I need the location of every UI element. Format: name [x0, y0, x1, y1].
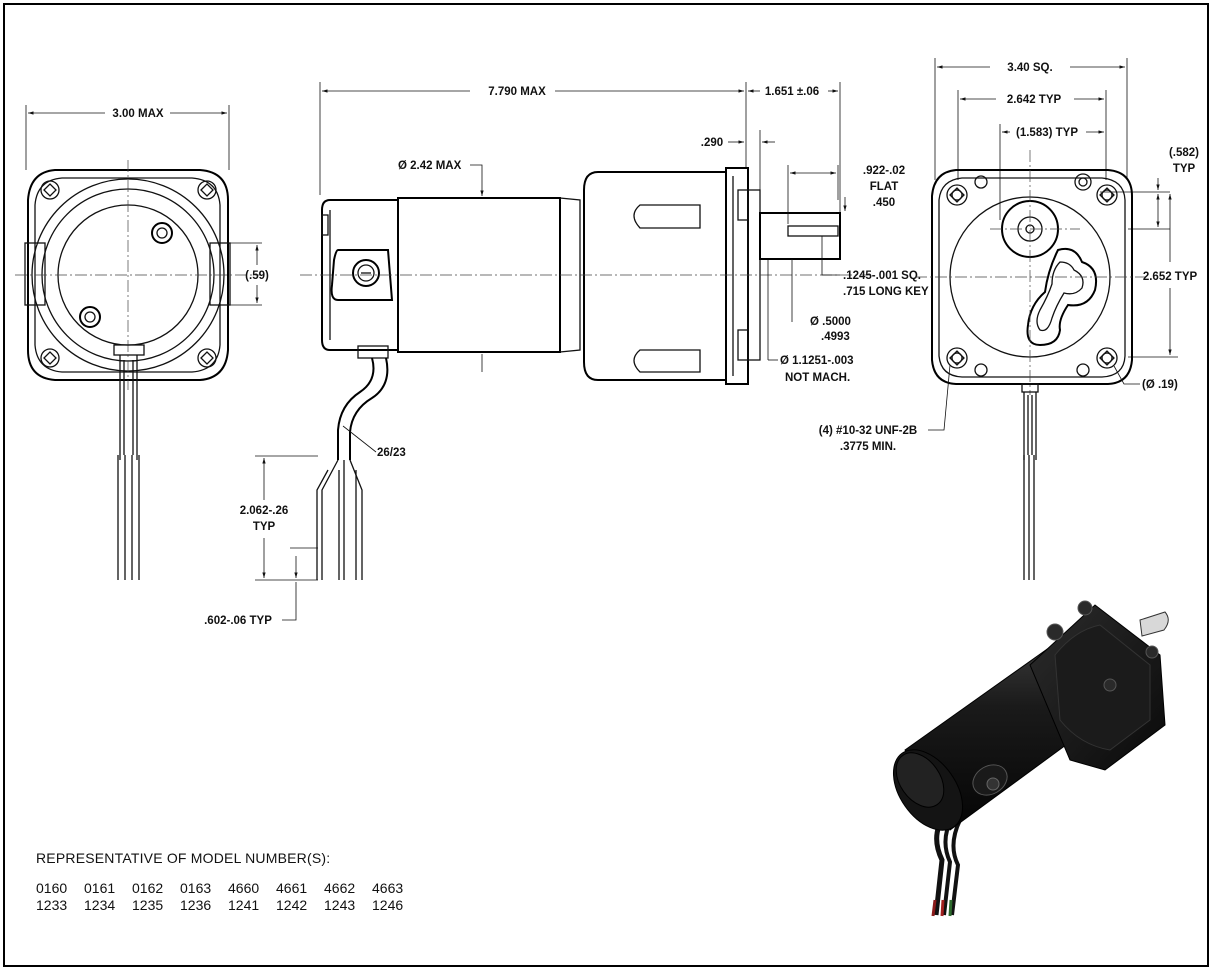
dim-shaft-dia-2: .4993 — [821, 331, 850, 343]
dim-pilot-2: NOT MACH. — [785, 372, 850, 384]
motor-3d-render — [892, 600, 1169, 917]
drawing-sheet — [3, 3, 1209, 967]
model-number: 4663 — [372, 880, 404, 896]
left-end-view: 3.00 MAX (.59) — [15, 105, 269, 580]
model-number: 1235 — [132, 897, 164, 913]
model-number: 0162 — [132, 880, 164, 896]
side-view: 7.790 MAX 1.651 ±.06 Ø 2.42 MAX — [204, 82, 929, 627]
dim-overall-length: 7.790 MAX — [488, 86, 546, 98]
right-end-view: 3.40 SQ. 2.642 TYP (1.583) TYP (.582) TY… — [819, 58, 1199, 580]
model-number: 4661 — [276, 880, 308, 896]
dim-shaft-dia-1: Ø .5000 — [810, 316, 851, 328]
dim-left-offset: (.59) — [245, 270, 269, 282]
dim-lead-length-2: TYP — [253, 521, 276, 533]
dim-left-width: 3.00 MAX — [112, 108, 163, 120]
dim-bolt-spacing: 2.642 TYP — [1007, 94, 1062, 106]
dim-hole-diameter: (Ø .19) — [1142, 379, 1178, 391]
dim-flange-thickness: .290 — [701, 137, 723, 149]
model-number: 0160 — [36, 880, 68, 896]
model-number: 1242 — [276, 897, 308, 913]
dim-shaft-offset: (1.583) TYP — [1016, 127, 1078, 139]
model-number: 1241 — [228, 897, 260, 913]
dim-wire-gauge: 26/23 — [377, 447, 406, 459]
dim-flat-1: .922-.02 — [863, 165, 905, 177]
dim-motor-diameter: Ø 2.42 MAX — [398, 160, 462, 172]
dim-pilot-1: Ø 1.1251-.003 — [780, 355, 854, 367]
model-number: 1233 — [36, 897, 68, 913]
dim-key-1: .1245-.001 SQ. — [843, 270, 921, 282]
dim-bolt-height: 2.652 TYP — [1143, 271, 1198, 283]
dim-flat-3: .450 — [873, 197, 895, 209]
model-number: 1236 — [180, 897, 212, 913]
model-row-1: 0160 0161 0162 0163 4660 4661 4662 4663 — [36, 880, 420, 897]
dim-flat-2: FLAT — [870, 181, 899, 193]
model-number: 1243 — [324, 897, 356, 913]
model-number: 1234 — [84, 897, 116, 913]
dim-corner-1: (.582) — [1169, 147, 1199, 159]
model-number: 0161 — [84, 880, 116, 896]
dim-key-2: .715 LONG KEY — [843, 286, 929, 298]
dim-right-square: 3.40 SQ. — [1007, 62, 1052, 74]
model-number: 4660 — [228, 880, 260, 896]
model-heading: REPRESENTATIVE OF MODEL NUMBER(S): — [36, 850, 331, 866]
dim-corner-2: TYP — [1173, 163, 1196, 175]
model-number: 4662 — [324, 880, 356, 896]
model-row-2: 1233 1234 1235 1236 1241 1242 1243 1246 — [36, 897, 420, 914]
dim-lead-length-1: 2.062-.26 — [240, 505, 289, 517]
dim-shaft-length: 1.651 ±.06 — [765, 86, 819, 98]
model-number: 1246 — [372, 897, 404, 913]
dim-tap-2: .3775 MIN. — [840, 441, 896, 453]
dim-strip-length: .602-.06 TYP — [204, 615, 272, 627]
dim-tap-1: (4) #10-32 UNF-2B — [819, 425, 917, 437]
model-number: 0163 — [180, 880, 212, 896]
